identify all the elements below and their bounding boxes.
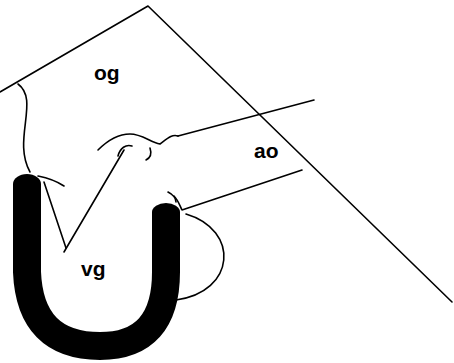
ventricle-wall: [152, 203, 180, 221]
sector-outline: [0, 6, 452, 302]
aorta-wall: [178, 100, 314, 136]
valve-cusp: [168, 192, 176, 202]
chamber-label: ao: [252, 139, 281, 162]
chorda-line: [44, 182, 66, 248]
ventricle-wall: [27, 184, 166, 346]
septum-line: [64, 150, 124, 252]
aorta-wall: [174, 170, 302, 210]
mitral-leaflet: [38, 176, 64, 186]
atrium-wall: [18, 84, 30, 172]
valve-cusp: [146, 148, 151, 160]
ventricle-wall: [13, 174, 41, 194]
outer-contour: [176, 214, 224, 300]
chamber-label: og: [92, 61, 122, 84]
valve-cusp: [118, 145, 132, 156]
chamber-label: vg: [79, 257, 108, 280]
aortic-root: [98, 134, 178, 150]
